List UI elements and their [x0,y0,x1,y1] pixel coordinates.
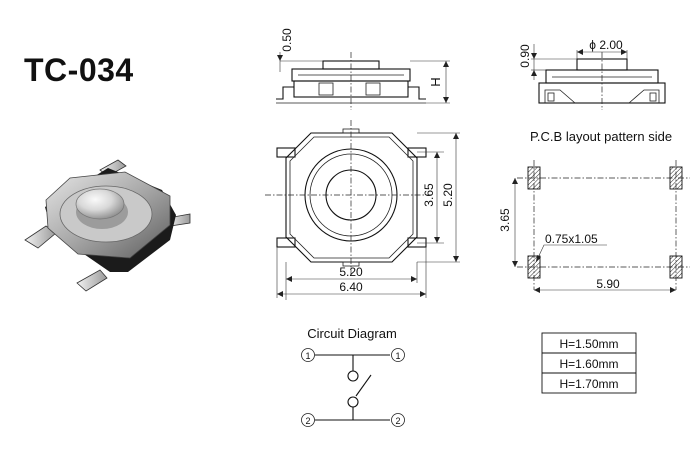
dim-plunger-height: 0.50 [280,28,294,52]
pcb-pad [527,166,541,190]
lead [407,237,427,248]
pcb-dim-vertical: 3.65 [498,208,512,232]
dim-outer-horizontal: 6.40 [339,280,363,294]
right-terminal [408,86,426,100]
switch-photo [24,159,191,292]
height-table: H=1.50mm H=1.60mm H=1.70mm [541,332,637,394]
table-cell: H=1.50mm [559,337,618,351]
pin-2-right [391,413,405,427]
pcb-layout: P.C.B layout pattern side 3.65 0.75x1.05… [498,129,690,293]
circuit-diagram: Circuit Diagram 1 1 2 2 [301,326,405,427]
photo-leg [76,269,108,292]
side-view-left: 0.50 H [276,28,450,110]
product-title: TC-034 [24,52,134,88]
circuit-caption: Circuit Diagram [307,326,397,341]
pin-label: 2 [305,416,310,426]
dim-plunger-height: 0.90 [518,44,532,68]
lead [276,237,296,248]
pin-2-left [301,413,315,427]
side-view-right: 0.90 ϕ 2.00 [518,38,666,110]
switch-contact [347,396,359,408]
table-cell: H=1.70mm [559,377,618,391]
top-view: 3.65 5.20 5.20 6.40 [265,120,460,300]
dim-outer-vertical: 5.20 [441,183,455,207]
pin-label: 1 [395,351,400,361]
pcb-dim-pad: 0.75x1.05 [545,232,598,246]
pin-1-left [301,348,315,362]
lead [407,147,427,158]
switch-contact [347,370,359,382]
lead [276,147,296,158]
pcb-pad [669,255,683,279]
body-outline [285,132,418,263]
pcb-dim-horizontal: 5.90 [596,277,620,291]
pin-1-right [391,348,405,362]
pin-label: 1 [305,351,310,361]
photo-cap [75,188,125,220]
dim-height-label: H [428,77,443,86]
dim-inner-vertical: 3.65 [422,183,436,207]
pcb-pad [527,255,541,279]
pin-label: 2 [395,416,400,426]
table-cell: H=1.60mm [559,357,618,371]
pcb-pad [669,166,683,190]
left-terminal [276,86,294,100]
switch-lever [355,374,372,397]
pcb-caption: P.C.B layout pattern side [530,129,672,144]
dim-plunger-diameter: ϕ 2.00 [589,38,623,52]
dim-inner-horizontal: 5.20 [339,265,363,279]
